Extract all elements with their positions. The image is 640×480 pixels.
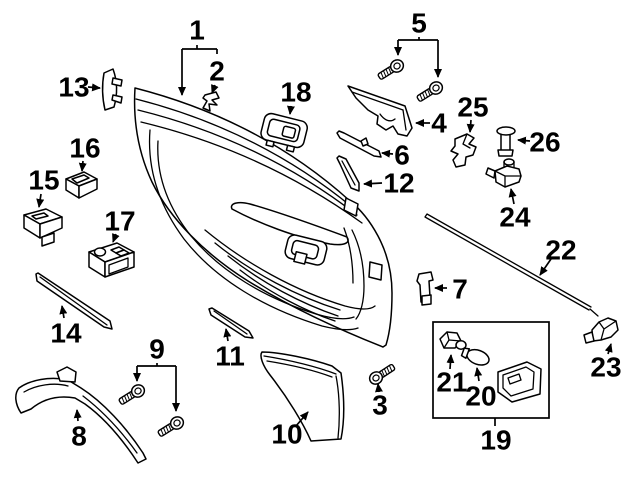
callout-2-arrow [211,84,219,94]
callout-12-label: 12 [383,168,414,199]
courtesy-lamp-lens [497,361,542,403]
callout-2-label: 2 [209,56,225,87]
callout-22-label: 22 [545,235,576,266]
callout-26-arrow [517,136,531,145]
callout-24-arrow [508,188,517,205]
callout-10-arrow [295,411,309,427]
clip-part-13 [101,68,123,111]
callout-18-arrow [287,105,295,115]
callout-21-label: 21 [436,367,467,398]
callout-23-arrow [604,343,613,355]
screw-9b [155,413,187,440]
callout-16-label: 16 [69,133,100,164]
callout-24-label: 24 [499,202,531,233]
screw-9a [116,381,148,408]
callout-20-arrow [474,367,483,382]
window-switch-panel-part-17 [88,242,135,278]
lamp-kit-group-19 [432,321,550,419]
callout-1-label: 1 [189,15,205,46]
callout-7-label: 7 [452,274,468,305]
callout-25-arrow [466,119,475,133]
callout-21-arrow [446,354,455,370]
bracket-part-25 [450,133,477,168]
callout-23-label: 23 [590,352,621,383]
trim-strip-part-11 [208,307,254,339]
callout-12-arrow [363,179,383,188]
callout-11-label: 11 [215,341,245,372]
screw-3 [366,360,398,388]
callout-14-label: 14 [50,318,82,349]
switch-part-15 [23,208,63,247]
pin-part-26 [496,126,516,157]
callout-8-arrow [73,409,82,422]
door-trim-panel [133,87,393,348]
callout-9-label: 9 [149,334,165,365]
trim-strip-part-12 [336,155,360,192]
callout-17-label: 17 [104,206,135,237]
strip-part-14 [35,272,113,330]
pull-strip-part-8 [15,366,147,464]
callout-22-arrow [539,258,552,276]
callout-6-arrow [381,149,394,158]
callout-19-label: 19 [480,425,511,456]
lock-rod-part-22 [424,213,599,317]
screw-5a [375,56,407,83]
callout-16-arrow [78,160,87,172]
callout-26-label: 26 [529,127,560,158]
clip-part-2 [202,91,220,112]
bracket-part-7 [416,271,434,306]
callout-4-label: 4 [431,108,447,139]
callout-8-label: 8 [71,421,87,452]
switch-part-16 [65,171,98,199]
screw-5b [414,78,446,105]
callout-14-arrow [59,305,68,319]
handle-bezel-part-18 [260,112,308,153]
bracket-part-4 [347,85,413,137]
callout-25-label: 25 [457,92,488,123]
bulb-socket-part-21 [439,331,467,350]
armrest-trim-part-10 [260,351,345,442]
clip-part-24 [485,158,522,188]
callout-11-arrow [223,328,232,342]
callout-3-arrow [375,383,383,393]
group-box-19 [432,321,550,419]
callouts-layer: 1234567891011121314151617181920212223242… [28,8,621,456]
callout-13-arrow [87,83,101,92]
callout-18-label: 18 [280,77,311,108]
callout-10-label: 10 [271,419,302,450]
mirror-corner-tab [343,197,359,217]
callout-15-label: 15 [28,165,59,196]
callout-5-label: 5 [411,8,427,39]
trim-strip-part-6 [336,130,382,158]
callout-13-label: 13 [58,72,89,103]
callout-15-arrow [36,193,45,208]
callout-17-arrow [112,233,120,243]
clip-part-23 [583,317,619,344]
callout-3-label: 3 [372,390,388,421]
lock-knob-bezel [368,261,383,281]
callout-20-label: 20 [465,381,496,412]
callout-6-label: 6 [394,140,410,171]
bulb-part-20 [460,347,490,366]
